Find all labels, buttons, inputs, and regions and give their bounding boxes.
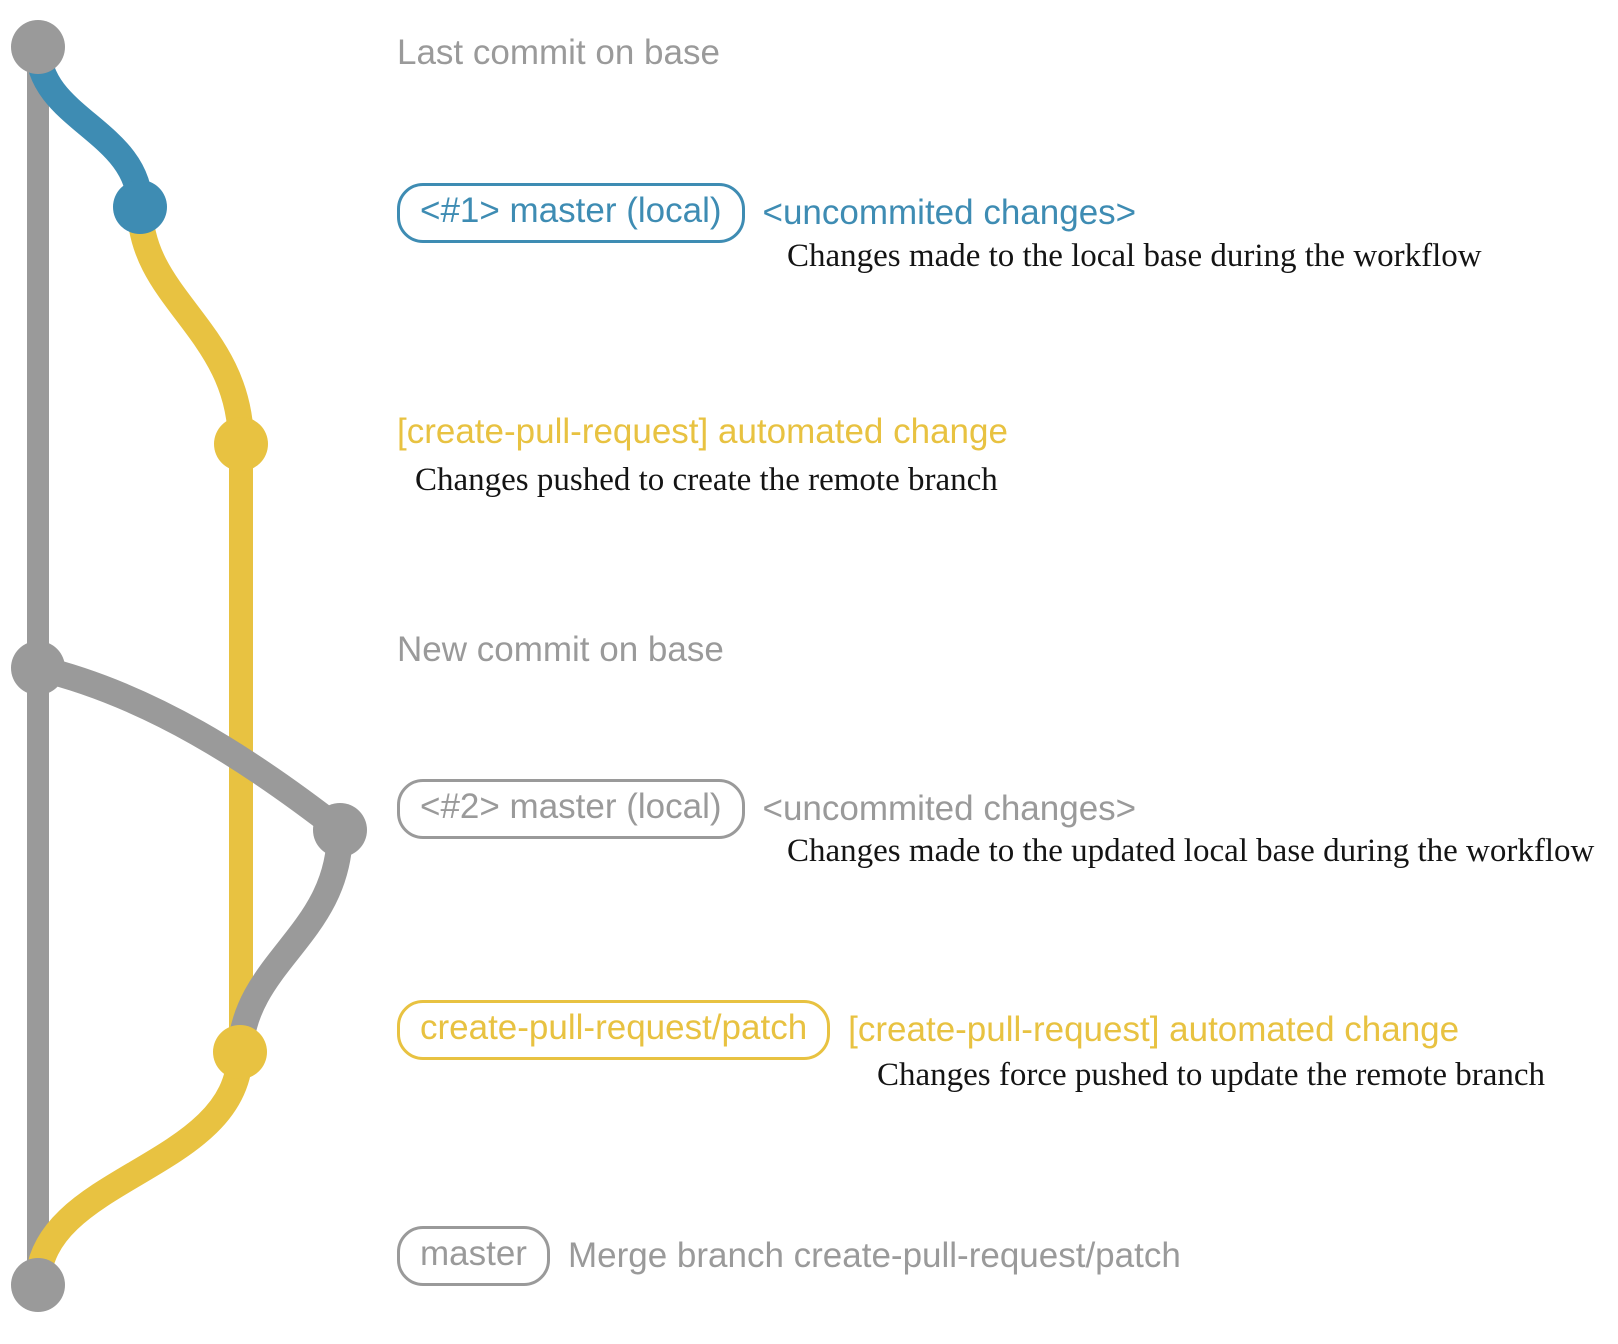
local-branch-line-2 <box>25 655 353 843</box>
branch-badge-master[interactable]: master <box>397 1226 550 1287</box>
description-local-1: Changes made to the local base during th… <box>787 238 1482 274</box>
commit-message-local-2: <uncommited changes> <box>762 789 1137 828</box>
commit-message-local-1: <uncommited changes> <box>762 193 1137 232</box>
commit-node-local-1[interactable] <box>113 180 167 234</box>
branch-badge-master-local-1[interactable]: <#1> master (local) <box>397 183 745 244</box>
merge-line <box>25 1039 253 1298</box>
commit-node-base-new[interactable] <box>11 641 65 695</box>
branch-badge-create-pull-request-patch[interactable]: create-pull-request/patch <box>397 1000 831 1061</box>
branch-badge-master-local-2[interactable]: <#2> master (local) <box>397 779 745 840</box>
force-push-line <box>227 817 353 1065</box>
row-automated-2: create-pull-request/patch [create-pull-r… <box>397 1000 1460 1061</box>
description-local-2: Changes made to the updated local base d… <box>787 833 1595 869</box>
label-last-commit-on-base: Last commit on base <box>397 33 720 72</box>
commit-node-patch-1[interactable] <box>214 417 268 471</box>
commit-message-automated-2: [create-pull-request] automated change <box>848 1010 1460 1049</box>
patch-branch-line-1 <box>127 194 254 457</box>
local-branch-line-1 <box>25 34 153 220</box>
row-local-2: <#2> master (local) <uncommited changes> <box>397 779 1137 840</box>
label-new-commit-on-base: New commit on base <box>397 630 724 669</box>
commit-message-automated-1: [create-pull-request] automated change <box>397 412 1008 451</box>
row-master: master Merge branch create-pull-request/… <box>397 1226 1181 1287</box>
row-local-1: <#1> master (local) <uncommited changes> <box>397 183 1137 244</box>
commit-node-patch-2[interactable] <box>213 1025 267 1079</box>
commit-message-master: Merge branch create-pull-request/patch <box>567 1236 1181 1275</box>
description-automated-2: Changes force pushed to update the remot… <box>877 1057 1546 1093</box>
commit-node-base-top[interactable] <box>11 20 65 74</box>
commit-node-master[interactable] <box>11 1258 65 1312</box>
description-automated-1: Changes pushed to create the remote bran… <box>415 462 998 498</box>
commit-node-local-2[interactable] <box>313 803 367 857</box>
